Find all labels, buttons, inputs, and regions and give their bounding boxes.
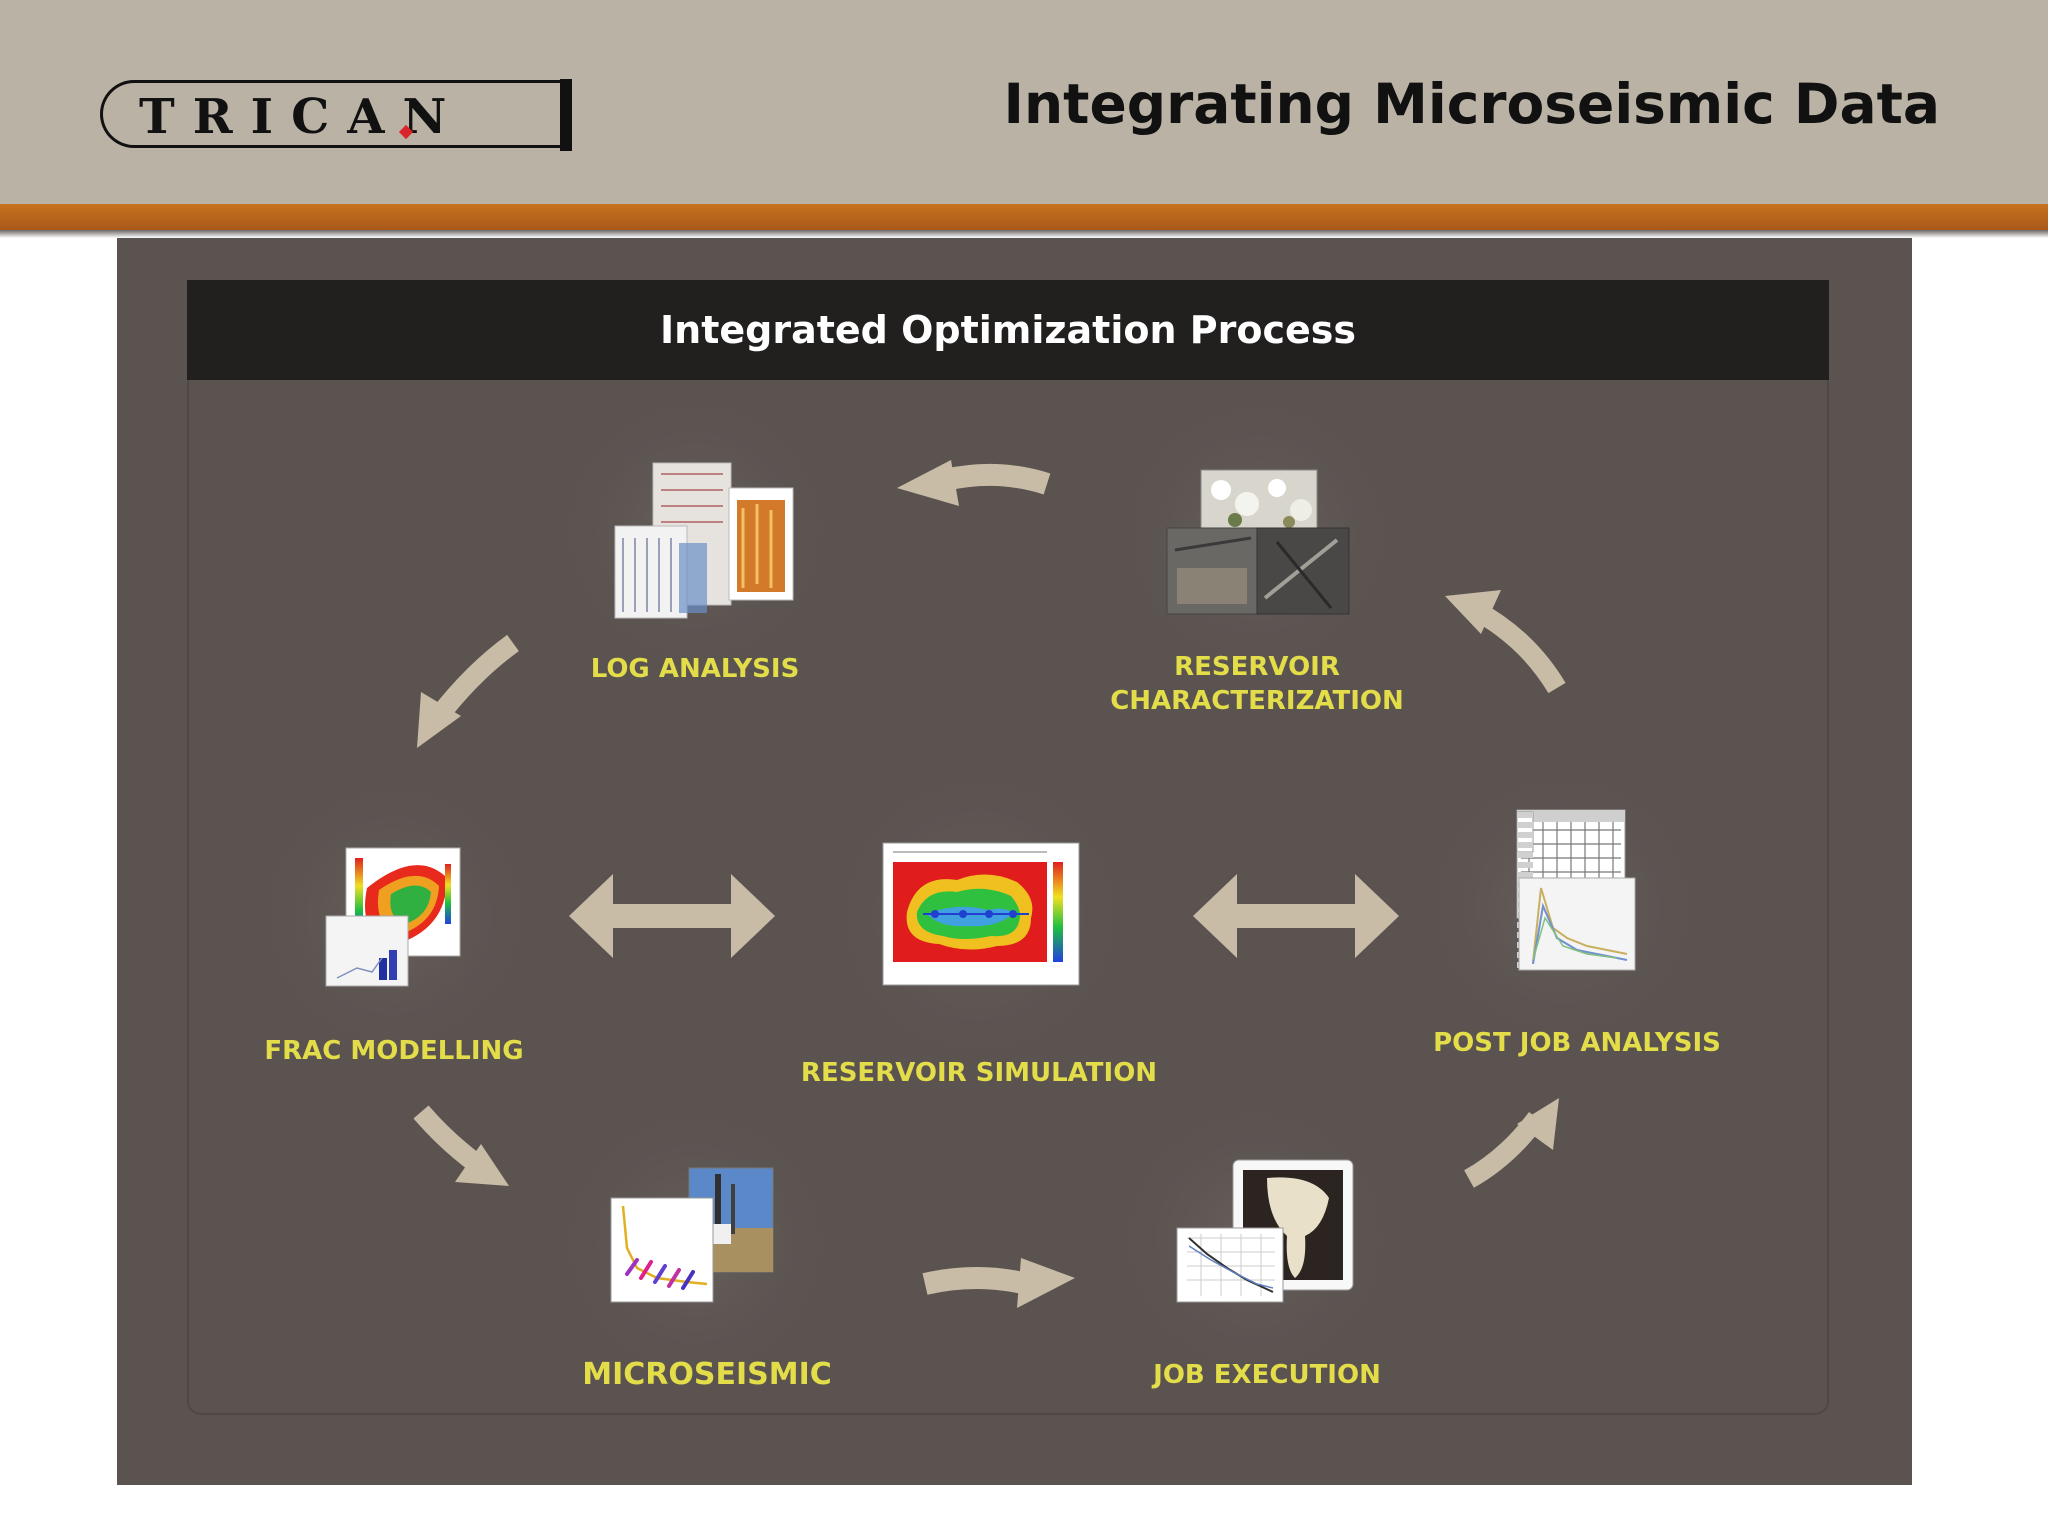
logo-bar	[560, 79, 572, 151]
reservoir-simulation-thumbnail	[882, 842, 1080, 986]
arrow-job-execution-to-post-job	[1464, 1098, 1559, 1188]
double-arrow-simulation-to-post-job	[1193, 874, 1399, 958]
double-arrow-frac-to-simulation	[569, 874, 775, 958]
log-analysis-thumbnail	[614, 462, 794, 619]
panel-header: Integrated Optimization Process	[187, 280, 1829, 380]
arrow-microseismic-to-job-execution	[922, 1258, 1075, 1308]
microseismic-thumbnail	[610, 1167, 774, 1303]
reservoir-characterization-thumbnail	[1166, 469, 1350, 615]
process-panel: Integrated Optimization Process	[117, 238, 1912, 1485]
frac-modelling-thumbnail	[325, 847, 461, 987]
slide-title: Integrating Microseismic Data	[1003, 72, 1940, 136]
post-job-analysis-chart-thumbnail	[1518, 877, 1636, 971]
label-frac-modelling: FRAC MODELLING	[264, 1036, 524, 1066]
trican-logo: TRICAN	[100, 79, 572, 151]
job-execution-thumbnail	[1176, 1159, 1354, 1303]
label-reservoir-characterization-line1: RESERVOIR	[1174, 652, 1340, 682]
arrow-log-analysis-to-frac-modelling	[417, 634, 519, 748]
label-reservoir-characterization-line2: CHARACTERIZATION	[1110, 686, 1404, 716]
label-microseismic: MICROSEISMIC	[582, 1357, 832, 1392]
accent-band-shadow	[0, 230, 2048, 238]
arrow-frac-modelling-to-microseismic	[413, 1105, 509, 1186]
label-job-execution: JOB EXECUTION	[1153, 1360, 1381, 1390]
arrow-reservoir-to-log-analysis	[897, 460, 1051, 506]
label-log-analysis: LOG ANALYSIS	[590, 654, 800, 684]
accent-band	[0, 204, 2048, 230]
panel-body	[187, 380, 1829, 1415]
label-reservoir-simulation: RESERVOIR SIMULATION	[800, 1058, 1158, 1088]
label-post-job-analysis: POST JOB ANALYSIS	[1433, 1028, 1721, 1058]
logo-text: TRICAN	[139, 89, 465, 145]
panel-title: Integrated Optimization Process	[660, 308, 1356, 352]
arrow-post-job-to-reservoir-characterization	[1445, 590, 1566, 694]
header-bar	[0, 0, 2048, 204]
process-diagram	[244, 381, 1712, 1394]
